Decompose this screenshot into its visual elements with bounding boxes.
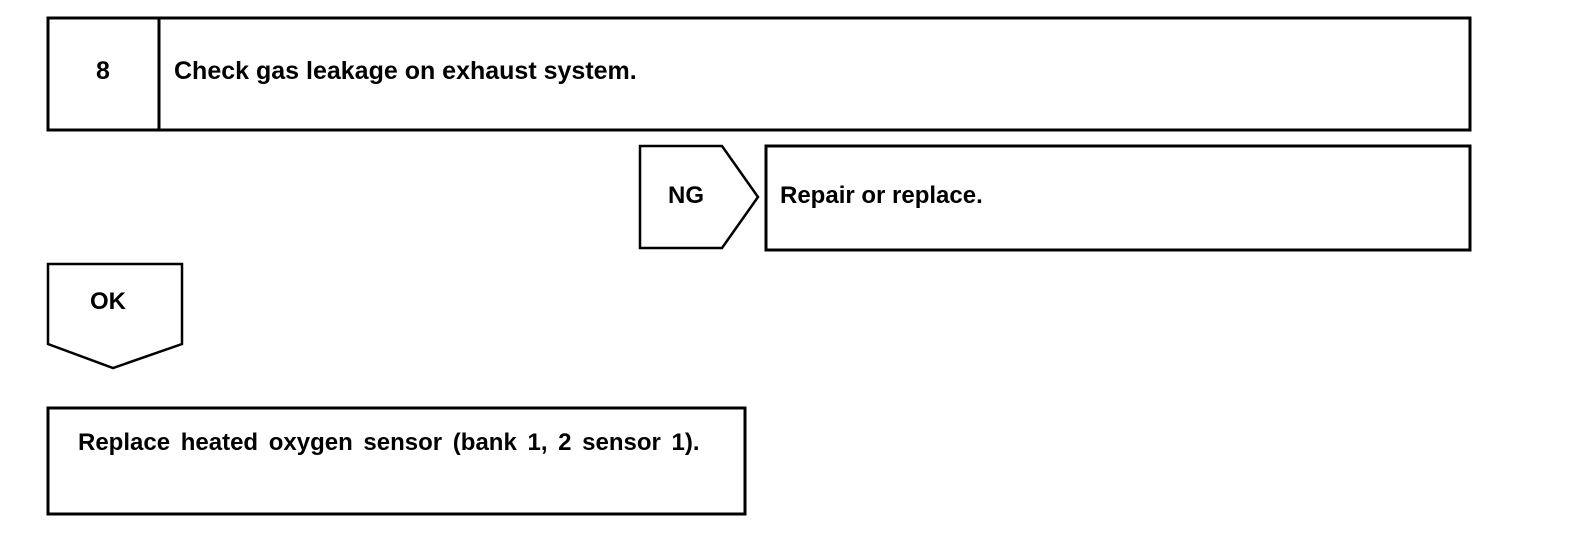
- ok-label: OK: [90, 288, 126, 315]
- ok-result-text: Replace heated oxygen sensor (bank 1, 2 …: [78, 429, 700, 456]
- step-title: Check gas leakage on exhaust system.: [174, 57, 637, 85]
- ng-result-text: Repair or replace.: [780, 182, 983, 209]
- ok-result-box: [46, 406, 747, 516]
- ng-result-box: [764, 144, 1472, 252]
- ok-arrow: [46, 262, 184, 370]
- ng-label: NG: [668, 182, 704, 209]
- step-box: [46, 16, 1472, 132]
- ng-arrow: [638, 144, 760, 250]
- step-number: 8: [96, 57, 110, 85]
